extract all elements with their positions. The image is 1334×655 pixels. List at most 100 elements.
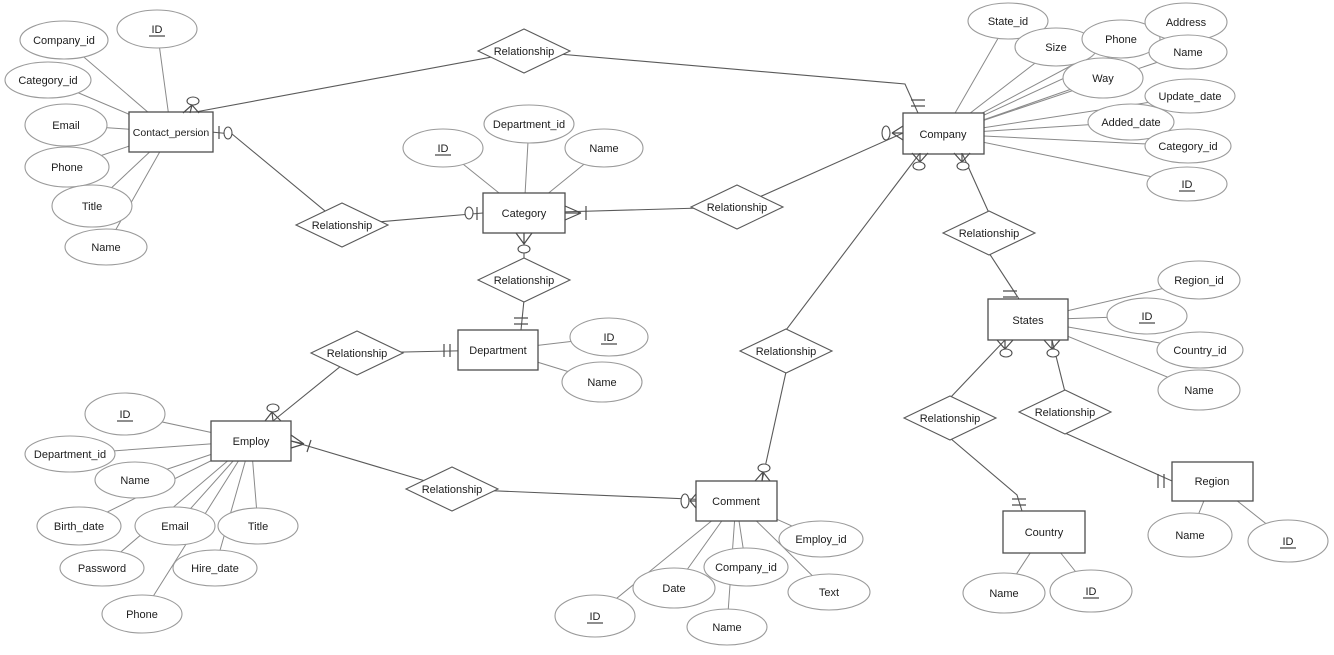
attribute-ellipse (564, 128, 644, 168)
crows-foot-marker (515, 232, 533, 245)
attribute-label: Phone (126, 609, 158, 621)
relationship-label: Relationship (959, 228, 1020, 240)
relationship-label: Relationship (756, 346, 817, 358)
crows-foot-marker (953, 152, 971, 163)
attribute-ellipse (217, 507, 299, 545)
attribute-label: Email (161, 521, 189, 533)
relationship-label: Relationship (312, 220, 373, 232)
attribute-ellipse (116, 9, 198, 49)
crows-foot-marker (911, 152, 929, 163)
circle-marker (881, 125, 891, 141)
double-bar-marker (1157, 474, 1165, 488)
attribute-label: Country_id (1173, 345, 1226, 357)
attribute-label-key: ID (1142, 311, 1153, 323)
attribute-ellipse (1049, 569, 1133, 613)
attribute-label: Category_id (18, 75, 77, 87)
relationship-label: Relationship (920, 413, 981, 425)
attribute-label: Company_id (33, 35, 95, 47)
attribute-ellipse (24, 103, 108, 147)
relationship-diamond (404, 466, 500, 512)
attribute-label-key: ID (438, 143, 449, 155)
relationship-diamond (309, 330, 405, 376)
entity-category-box (482, 192, 566, 234)
attribute-label: Address (1166, 17, 1207, 29)
circle-marker (464, 206, 474, 220)
double-bar-marker (1012, 498, 1026, 506)
attribute-ellipse (101, 594, 183, 634)
attribute-ellipse (24, 435, 116, 473)
attribute-ellipse (36, 506, 122, 546)
attribute-label: Size (1045, 42, 1066, 54)
entity-comment-label: Comment (712, 496, 760, 508)
circle-marker (956, 161, 970, 171)
attribute-ellipse (632, 567, 716, 609)
attribute-ellipse (962, 572, 1046, 614)
entity-country-label: Country (1025, 527, 1064, 539)
attribute-ellipse (703, 547, 789, 587)
entity-company-box (902, 112, 985, 155)
entity-comment-box (695, 480, 778, 522)
relationship-label: Relationship (422, 484, 483, 496)
attribute-ellipse (483, 104, 575, 144)
attribute-ellipse (19, 20, 109, 60)
attribute-ellipse (967, 2, 1049, 40)
attribute-label: Email (52, 120, 80, 132)
relationship-diamonds: Relationship Relationship Relationship R… (294, 28, 1113, 512)
attribute-label: Name (712, 622, 741, 634)
attribute-label: Name (1173, 47, 1202, 59)
attribute-ellipse (24, 146, 110, 188)
relationship-diamond (294, 202, 390, 248)
double-bar-marker (443, 344, 451, 357)
attribute-ellipse (1157, 369, 1241, 411)
attribute-ellipse (1148, 34, 1228, 70)
crows-foot-marker (996, 339, 1014, 350)
entity-employ-box (210, 420, 292, 462)
attribute-label: Name (1175, 530, 1204, 542)
circle-marker (757, 463, 771, 473)
attribute-label: Name (1184, 385, 1213, 397)
attribute-label: Name (589, 143, 618, 155)
attribute-ellipse (1106, 297, 1188, 335)
attribute-label: Text (819, 587, 839, 599)
attribute-label-key: ID (1086, 586, 1097, 598)
attribute-ellipse (554, 594, 636, 638)
attribute-label: Category_id (1158, 141, 1217, 153)
circle-marker (266, 403, 280, 413)
attribute-label: Department_id (493, 119, 565, 131)
connector-contactpersion-company (189, 50, 919, 114)
attributes: Company_id ID Category_id Email Phone Ti… (4, 2, 1329, 646)
states-attribute-lines (1027, 279, 1201, 391)
attribute-ellipse (1087, 103, 1175, 141)
relationship-diamond (738, 328, 834, 374)
circle-marker (912, 161, 926, 171)
attribute-ellipse (1247, 519, 1329, 563)
entity-contact-persion-label: Contact_persion (133, 127, 210, 139)
attribute-ellipse (569, 317, 649, 357)
attribute-label: Phone (51, 162, 83, 174)
attribute-label-key: ID (1182, 179, 1193, 191)
entity-contact-persion-box (128, 111, 214, 153)
double-bar-marker (911, 99, 925, 107)
contactpersion-attribute-lines (47, 28, 172, 248)
circle-marker (1046, 348, 1060, 358)
crows-foot-marker (891, 125, 904, 141)
attribute-ellipse (1062, 57, 1144, 99)
attribute-ellipse (1146, 166, 1228, 202)
attribute-ellipse (1156, 331, 1244, 369)
attribute-label: Department_id (34, 449, 106, 461)
double-bar-marker (514, 317, 528, 325)
relationship-diamond (941, 210, 1037, 256)
attribute-label: Name (989, 588, 1018, 600)
attribute-label: Name (587, 377, 616, 389)
attribute-ellipse (94, 461, 176, 499)
crows-foot-bar-marker (290, 434, 312, 453)
relationship-diamond (902, 395, 998, 441)
entity-department-box (457, 329, 539, 371)
entities: Contact_persion Category Company Departm… (128, 111, 1254, 554)
attribute-ellipse (172, 549, 258, 587)
attribute-label-key: ID (152, 24, 163, 36)
attribute-ellipse (778, 520, 864, 558)
attribute-label: Added_date (1101, 117, 1160, 129)
crows-foot-marker (689, 493, 697, 509)
